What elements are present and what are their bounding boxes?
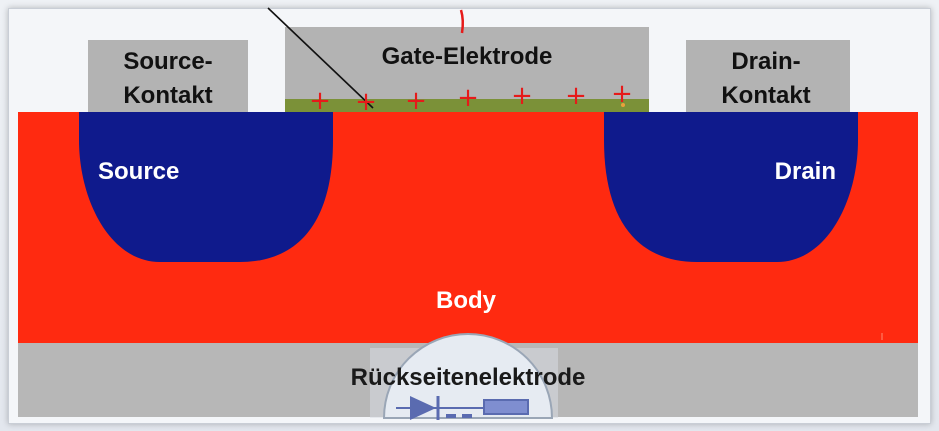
source-well [79,112,333,262]
source-contact-label-1: Source- [123,48,212,75]
drain-contact-label-1: Drain- [731,48,800,75]
body-label: Body [436,287,497,314]
drain-label: Drain [775,158,836,185]
gate-charge-plus: + [309,86,331,116]
source-label: Source [98,158,179,185]
drain-well [604,112,858,262]
drain-contact [686,40,850,112]
gate-charge-plus: + [457,83,479,113]
gate-electrode-label: Gate-Elektrode [382,43,553,70]
source-contact [88,40,248,112]
gate-electrode [285,27,649,99]
pointer-line [267,7,374,109]
gate-charge-plus: + [511,81,533,111]
gate-charges: + + + + + + + [309,79,633,117]
gate-oxide [285,99,649,112]
gate-charge-plus: + [565,81,587,111]
oxide-dot [621,103,625,107]
drain-contact-label-2: Kontakt [721,82,810,109]
gate-charge-plus: + [355,87,377,117]
gate-charge-plus: + [611,79,633,109]
magnifier-overlay [370,333,558,420]
pen-mark [459,9,465,34]
source-contact-label-2: Kontakt [123,82,212,109]
resistor-icon [483,399,529,415]
gate-charge-plus: + [405,86,427,116]
back-electrode-label: Rückseitenelektrode [351,364,586,391]
